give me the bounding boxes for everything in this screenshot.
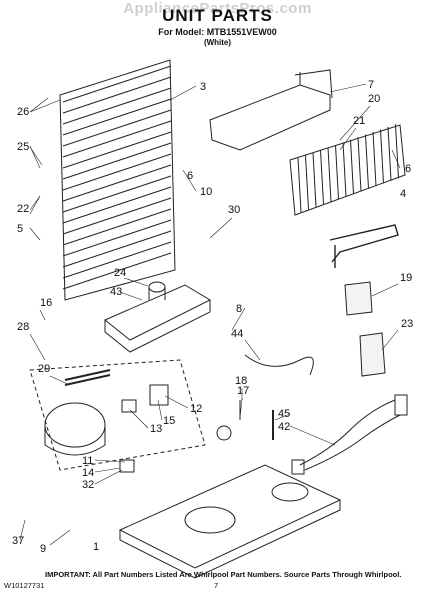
callout-11: 11 xyxy=(82,455,93,467)
callout-30: 30 xyxy=(228,204,240,216)
leader-line xyxy=(29,195,41,215)
leader-line xyxy=(94,469,123,485)
leader-line xyxy=(123,277,149,287)
callout-43: 43 xyxy=(110,286,122,298)
leader-line xyxy=(209,217,233,239)
callout-5: 5 xyxy=(17,223,23,235)
leader-line xyxy=(371,283,399,297)
leader-line xyxy=(381,329,399,351)
callout-19: 19 xyxy=(400,272,412,284)
important-notice: IMPORTANT: All Part Numbers Listed Are W… xyxy=(45,570,402,579)
condenser-coil xyxy=(59,59,176,301)
leader-line xyxy=(29,195,41,211)
leader-line xyxy=(49,529,71,546)
callout-numbers: 1345667891011121314151617181920212223242… xyxy=(12,79,413,555)
leader-line xyxy=(29,227,41,241)
compressor-assembly xyxy=(29,359,206,473)
leader-line xyxy=(339,105,371,141)
callout-22: 22 xyxy=(17,203,29,215)
leader-line xyxy=(29,99,61,113)
leader-line xyxy=(274,413,291,421)
leader-line xyxy=(391,149,401,169)
leader-line xyxy=(19,519,26,541)
leader-line xyxy=(94,467,121,473)
small-parts xyxy=(216,354,314,441)
leader-line xyxy=(29,145,41,169)
leader-line xyxy=(289,425,336,446)
callout-1: 1 xyxy=(93,541,99,553)
leader-line xyxy=(94,459,126,463)
callout-6: 6 xyxy=(405,163,411,175)
leader-lines xyxy=(19,83,401,546)
watermark: AppliancePartsPros.com xyxy=(123,0,312,17)
leader-line xyxy=(39,309,46,321)
leader-line xyxy=(329,83,367,93)
callout-18: 18 xyxy=(235,375,247,387)
drain-pan xyxy=(104,281,212,353)
color-line: (White) xyxy=(203,38,232,47)
callout-12: 12 xyxy=(190,403,202,415)
callout-7: 7 xyxy=(368,79,374,91)
callout-32: 32 xyxy=(82,479,94,491)
callout-44: 44 xyxy=(231,328,243,340)
callout-6: 6 xyxy=(187,170,193,182)
callout-23: 23 xyxy=(401,318,413,330)
callout-14: 14 xyxy=(82,467,94,479)
model-line: For Model: MTB1551VEW00 xyxy=(158,27,277,37)
callout-10: 10 xyxy=(200,186,212,198)
callout-9: 9 xyxy=(40,543,46,555)
evaporator-coil xyxy=(289,124,406,216)
leader-line xyxy=(169,85,197,101)
leader-line xyxy=(49,375,71,386)
callout-20: 20 xyxy=(368,93,380,105)
leader-line xyxy=(239,397,243,419)
callout-29: 29 xyxy=(38,363,50,375)
leader-line xyxy=(244,339,261,361)
callout-42: 42 xyxy=(278,421,290,433)
wire-harness xyxy=(291,394,408,475)
callout-26: 26 xyxy=(17,106,29,118)
leader-line xyxy=(182,169,197,192)
leader-line xyxy=(29,333,46,361)
callout-16: 16 xyxy=(40,297,52,309)
leader-line xyxy=(231,307,246,331)
leader-line xyxy=(29,97,49,113)
callout-37: 37 xyxy=(12,535,24,547)
base-pan xyxy=(118,464,342,579)
callout-21: 21 xyxy=(353,115,365,127)
callout-4: 4 xyxy=(400,188,406,200)
callout-25: 25 xyxy=(17,141,29,153)
evaporator-cover xyxy=(209,69,333,151)
document-number: W10127731 xyxy=(4,581,45,590)
page-number: 7 xyxy=(214,581,219,590)
callout-3: 3 xyxy=(200,81,206,93)
callout-13: 13 xyxy=(150,423,162,435)
callout-24: 24 xyxy=(114,267,126,279)
insulation-pads xyxy=(344,281,386,377)
leader-line xyxy=(129,409,149,429)
leader-line xyxy=(339,127,357,151)
leader-line xyxy=(119,291,143,301)
callout-17: 17 xyxy=(237,385,249,397)
callout-45: 45 xyxy=(278,408,290,420)
page-title: UNIT PARTS xyxy=(162,6,273,25)
defrost-heater xyxy=(329,224,399,268)
callout-8: 8 xyxy=(236,303,242,315)
callout-28: 28 xyxy=(17,321,29,333)
leader-line xyxy=(164,395,189,409)
callout-15: 15 xyxy=(163,415,175,427)
leader-line xyxy=(157,399,163,421)
